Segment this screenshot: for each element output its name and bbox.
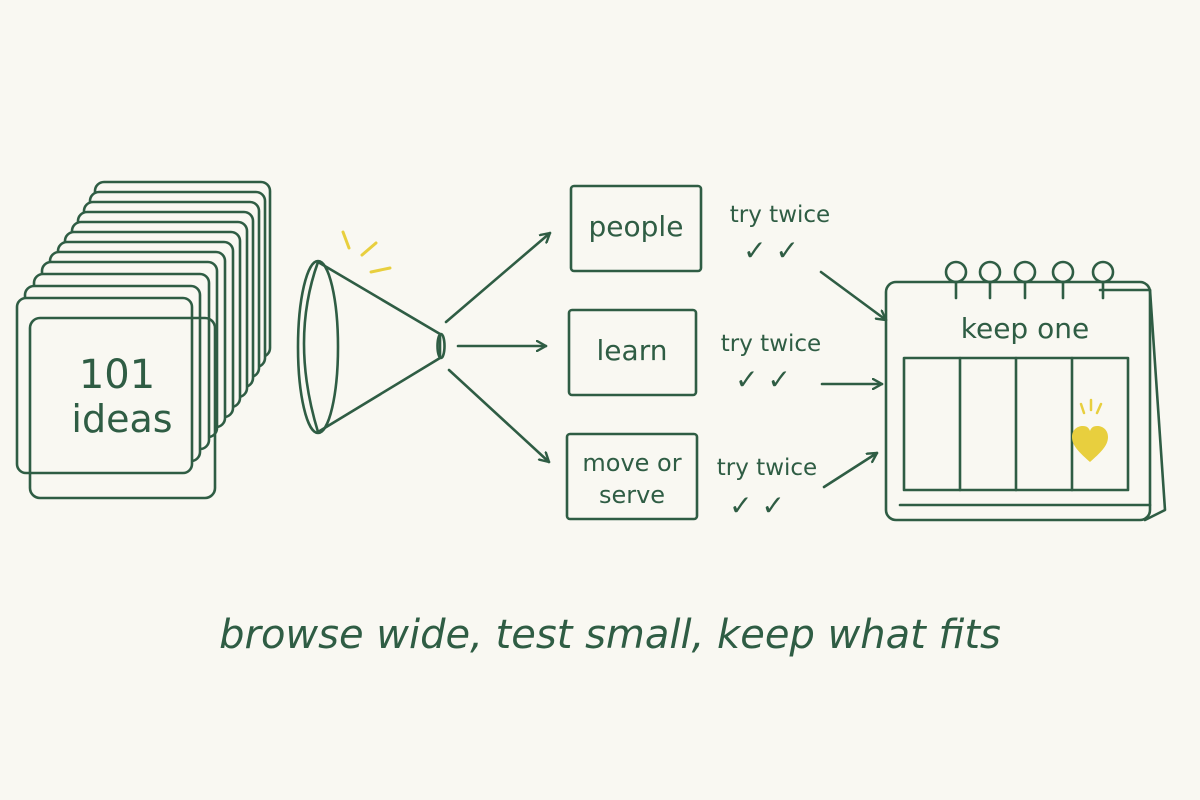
svg-text:learn: learn (597, 334, 668, 367)
idea-count: 101 (79, 352, 155, 398)
arrow-to-people (444, 231, 552, 324)
sparkle-icon (341, 230, 392, 274)
svg-text:try twice: try twice (730, 202, 830, 228)
check-marks: ✓ ✓ (729, 489, 785, 522)
calendar-grid (902, 356, 1130, 492)
svg-text:try twice: try twice (721, 331, 821, 357)
front-idea-card (28, 316, 217, 500)
try-note-learn: try twice ✓ ✓ (721, 331, 821, 396)
try-note-people: try twice ✓ ✓ (730, 202, 830, 267)
heart-icon (1072, 426, 1108, 462)
svg-text:people: people (589, 210, 684, 243)
arrow-to-move (447, 368, 551, 464)
try-note-move: try twice ✓ ✓ (717, 455, 817, 522)
stacked-cards (15, 180, 272, 475)
desk-calendar-icon: keep one (884, 260, 1167, 522)
calendar-arrows (819, 270, 888, 489)
path-learn: learn (567, 308, 698, 397)
calendar-title: keep one (961, 312, 1089, 345)
ideas-label: ideas (71, 397, 172, 441)
check-marks: ✓ ✓ (735, 363, 791, 396)
calendar-rings (944, 260, 1115, 300)
svg-text:try twice: try twice (717, 455, 817, 481)
path-move-or-serve: move or serve (565, 432, 699, 521)
funnel-arrows (444, 231, 552, 464)
funnel-icon (296, 259, 446, 435)
path-people: people (569, 184, 703, 273)
sparkle-icon (1079, 398, 1103, 415)
check-marks: ✓ ✓ (743, 234, 799, 267)
caption: browse wide, test small, keep what fits (219, 612, 1001, 658)
idea-card-stack: 101 ideas (15, 180, 272, 500)
svg-text:serve: serve (599, 481, 665, 509)
svg-text:move or: move or (582, 449, 681, 477)
